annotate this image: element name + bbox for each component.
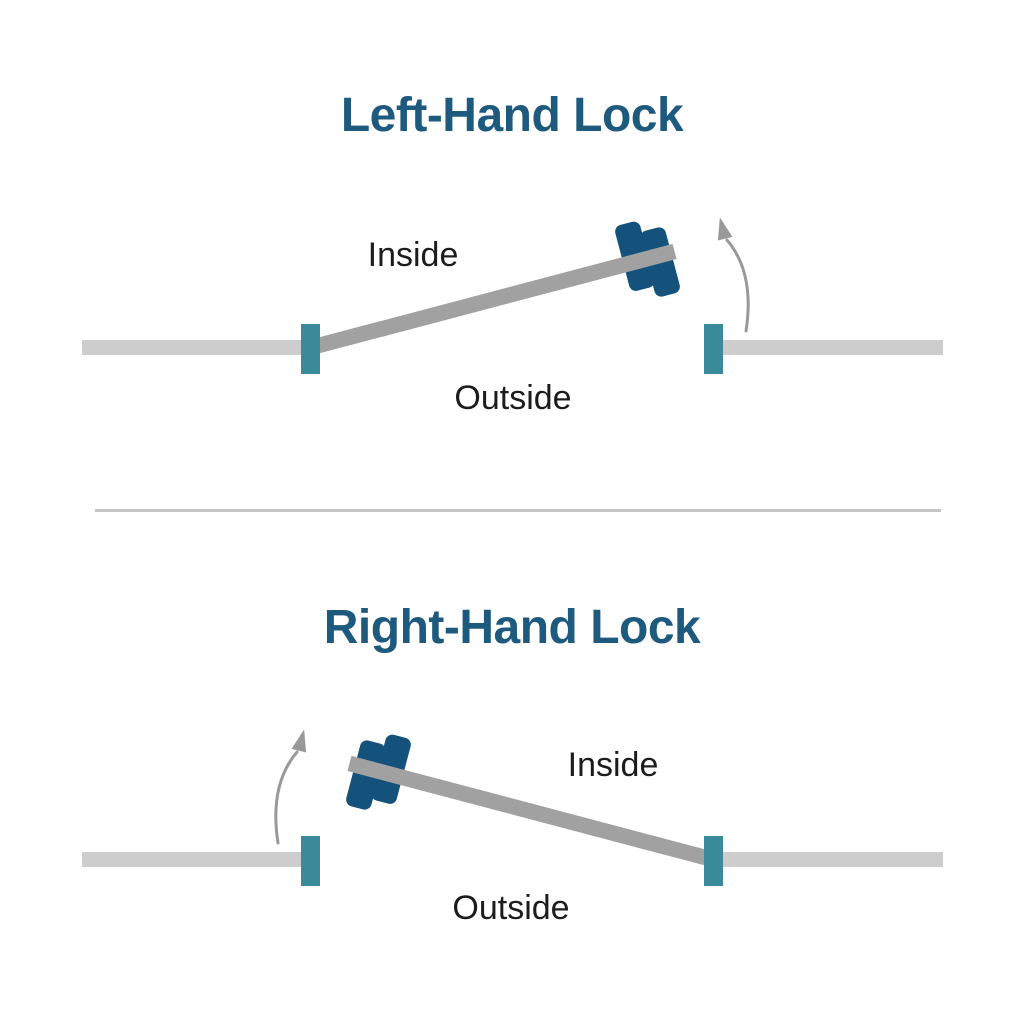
outside-label-top: Outside xyxy=(454,379,572,417)
wall-right-segment xyxy=(720,852,943,867)
swing-arrow-head xyxy=(291,729,307,753)
swing-arrow xyxy=(717,217,750,333)
swing-arrow xyxy=(274,729,307,845)
inside-label-top: Inside xyxy=(367,236,459,274)
wall-right-segment xyxy=(720,340,943,355)
door-jamb-right xyxy=(704,836,723,886)
inside-label-bottom: Inside xyxy=(567,746,659,784)
door-jamb-left xyxy=(301,324,320,374)
door-jamb-right xyxy=(704,324,723,374)
panel-divider xyxy=(95,509,941,512)
door-leaf xyxy=(347,755,717,868)
outside-label-bottom: Outside xyxy=(452,889,570,927)
swing-arrow-shaft xyxy=(274,750,299,845)
door-leaf-bar xyxy=(307,243,677,356)
door-leaf-bar xyxy=(347,755,717,868)
left-hand-lock-title: Left-Hand Lock xyxy=(340,89,684,142)
swing-arrow-shaft xyxy=(725,238,750,333)
swing-arrow-head xyxy=(717,217,733,241)
door-jamb-left xyxy=(301,836,320,886)
wall-left-segment xyxy=(82,340,304,355)
door-leaf xyxy=(307,243,677,356)
left-hand-lock-illustration xyxy=(82,217,943,374)
wall-left-segment xyxy=(82,852,304,867)
right-hand-lock-illustration xyxy=(82,729,943,886)
right-hand-lock-title: Right-Hand Lock xyxy=(323,601,701,654)
